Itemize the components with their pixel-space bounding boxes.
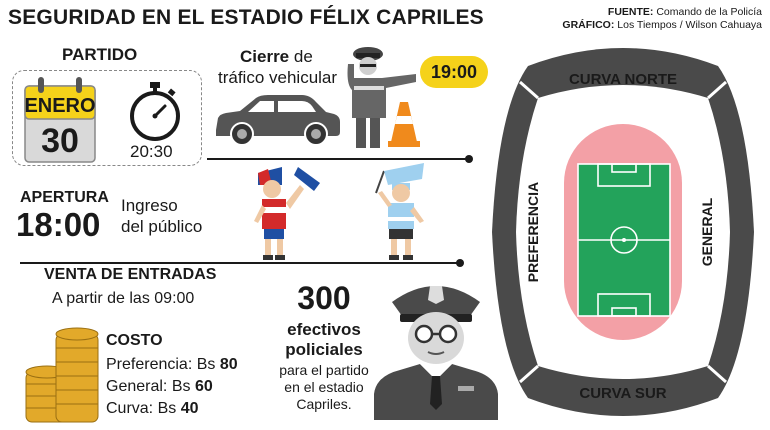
- traffic-cone-icon: [388, 102, 420, 147]
- stopwatch-icon: [130, 82, 180, 141]
- officers-count: 300: [297, 280, 351, 316]
- source-credit: FUENTE: Comando de la Policía: [608, 6, 762, 18]
- graphic-value: Los Tiempos / Wilson Cahuaya: [617, 19, 762, 31]
- price-general: General: Bs 60: [106, 378, 213, 396]
- price-curva: Curva: Bs 40: [106, 400, 198, 418]
- coins-icon: [25, 327, 99, 423]
- traffic-officer-icon: [347, 47, 416, 148]
- apertura-line2: del público: [121, 217, 203, 236]
- partido-heading: PARTIDO: [62, 45, 138, 64]
- car-icon: [216, 95, 340, 146]
- officers-line5: Capriles.: [296, 396, 352, 412]
- cierre-label-line2: tráfico vehicular: [218, 68, 338, 87]
- cierre-label-bold: Cierre: [240, 47, 290, 66]
- calendar-day: 30: [41, 122, 79, 160]
- price-label: General: Bs: [106, 378, 195, 395]
- apertura-line1: Ingreso: [121, 196, 178, 215]
- source-label: FUENTE:: [607, 6, 654, 18]
- price-value: 80: [219, 356, 238, 373]
- officers-line4: en el estadio: [284, 379, 364, 395]
- price-label: Preferencia: Bs: [106, 356, 220, 373]
- officers-line1: efectivos: [287, 320, 361, 339]
- source-value: Comando de la Policía: [656, 6, 762, 18]
- match-time: 20:30: [130, 142, 173, 161]
- police-officer-icon: [374, 286, 498, 420]
- venta-heading: VENTA DE ENTRADAS: [44, 266, 217, 283]
- stadium-east-label: GENERAL: [699, 197, 715, 266]
- cost-heading: COSTO: [106, 332, 163, 349]
- divider-top-dot: [465, 155, 473, 163]
- cierre-label: Cierre de: [240, 47, 313, 67]
- partido-box: [12, 70, 202, 166]
- fan-red-icon: [254, 167, 320, 260]
- officers-line2: policiales: [285, 340, 363, 359]
- calendar-icon: ENERO 30: [24, 77, 96, 163]
- stadium-north-label: CURVA NORTE: [569, 71, 677, 88]
- price-label: Curva: Bs: [106, 400, 181, 417]
- cierre-label-rest: de: [289, 47, 313, 66]
- graphic-label: GRÁFICO:: [562, 19, 615, 31]
- stadium-map: CURVA NORTE CURVA SUR PREFERENCIA GENERA…: [492, 48, 754, 416]
- price-preferencia: Preferencia: Bs 80: [106, 356, 238, 374]
- officers-line3: para el partido: [279, 362, 369, 378]
- stadium-west-label: PREFERENCIA: [525, 182, 541, 282]
- officers-label: efectivos policiales: [260, 320, 388, 360]
- divider-middle-dot: [456, 259, 464, 267]
- apertura-time: 18:00: [16, 206, 101, 243]
- divider-middle: [20, 262, 460, 264]
- stadium-south-label: CURVA SUR: [579, 385, 666, 402]
- calendar-month: ENERO: [24, 95, 95, 117]
- divider-top: [207, 158, 469, 160]
- fan-lightblue-icon: [375, 163, 424, 260]
- graphic-credit: GRÁFICO: Los Tiempos / Wilson Cahuaya: [562, 19, 762, 31]
- page-title: SEGURIDAD EN EL ESTADIO FÉLIX CAPRILES: [8, 6, 484, 29]
- cierre-time-badge: 19:00: [420, 56, 488, 88]
- price-value: 40: [180, 400, 199, 417]
- price-value: 60: [194, 378, 213, 395]
- officers-description: para el partido en el estadio Capriles.: [260, 362, 388, 413]
- venta-subtitle: A partir de las 09:00: [52, 290, 195, 307]
- apertura-heading: APERTURA: [20, 189, 109, 206]
